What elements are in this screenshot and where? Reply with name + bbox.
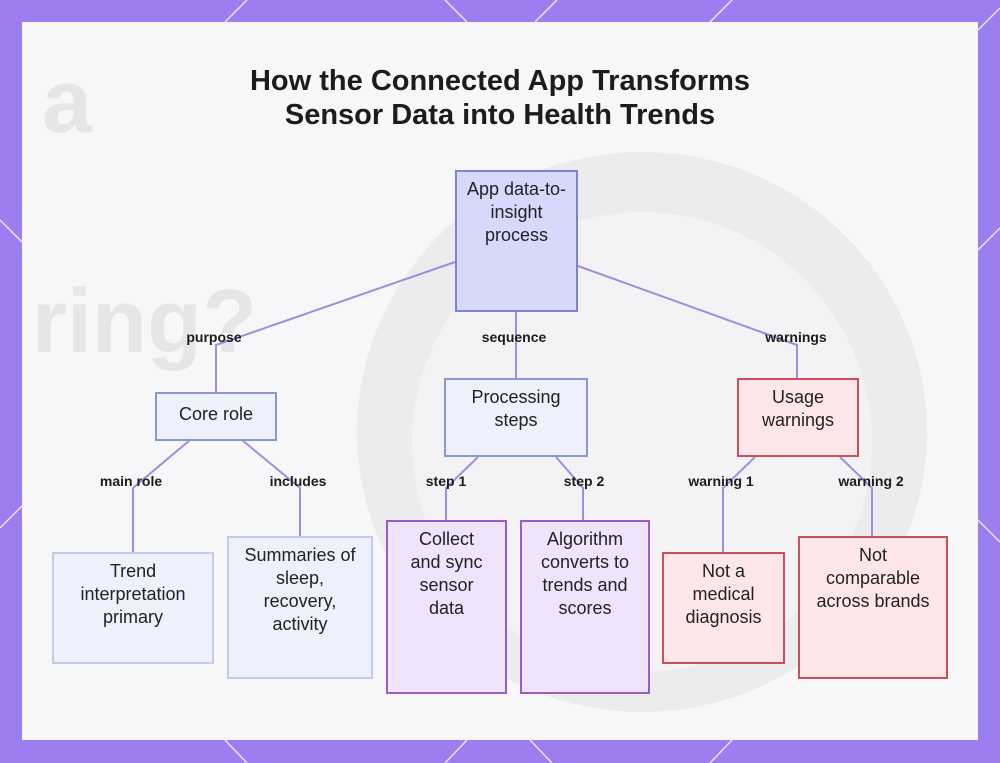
connector-step1 [445,456,479,520]
connector-step2 [555,456,584,520]
node-algorithm-converts: Algorithm converts to trends and scores [520,520,650,694]
connector-includes [241,439,301,536]
node-label: Processing steps [471,387,561,430]
node-label: Summaries of sleep, recovery, activity [244,545,356,634]
connector-warning2 [839,456,873,536]
node-not-comparable: Not comparable across brands [798,536,948,679]
edge-label-warnings: warnings [765,329,827,345]
node-trend-interpretation: Trend interpretation primary [52,552,214,664]
edge-label-step-1: step 1 [425,473,467,489]
node-label: Collect and sync sensor data [410,529,483,618]
title-line-2: Sensor Data into Health Trends [284,99,716,131]
node-label: Core role [178,404,254,424]
node-summaries: Summaries of sleep, recovery, activity [227,536,373,679]
connector-main-role [132,439,191,552]
connector-warnings [577,265,798,378]
node-label: Algorithm converts to trends and scores [540,529,630,618]
edge-label-main-role: main role [99,473,163,489]
edge-label-includes: includes [269,473,327,489]
edge-label-warning-1: warning 1 [688,473,754,489]
node-label: App data-to-insight process [466,179,567,245]
node-not-medical-diagnosis: Not a medical diagnosis [662,552,785,664]
edge-label-step-2: step 2 [563,473,605,489]
node-core-role: Core role [155,392,277,441]
node-processing-steps: Processing steps [444,378,588,457]
connector-warning1 [722,456,756,552]
svg-text:ring?: ring? [32,272,257,372]
node-collect-and-sync: Collect and sync sensor data [386,520,507,694]
diagram-title: How the Connected App Transforms Sensor … [0,64,1000,132]
node-label: Not comparable across brands [816,545,930,611]
node-label: Trend interpretation primary [80,561,186,627]
node-app-data-to-insight: App data-to-insight process [455,170,578,312]
node-label: Usage warnings [761,387,835,430]
svg-text:a: a [42,52,93,152]
edge-label-sequence: sequence [481,329,547,345]
title-line-1: How the Connected App Transforms [249,65,751,97]
connector-purpose [215,261,456,392]
edge-label-warning-2: warning 2 [838,473,904,489]
edge-label-purpose: purpose [186,329,242,345]
node-usage-warnings: Usage warnings [737,378,859,457]
node-label: Not a medical diagnosis [685,561,762,627]
